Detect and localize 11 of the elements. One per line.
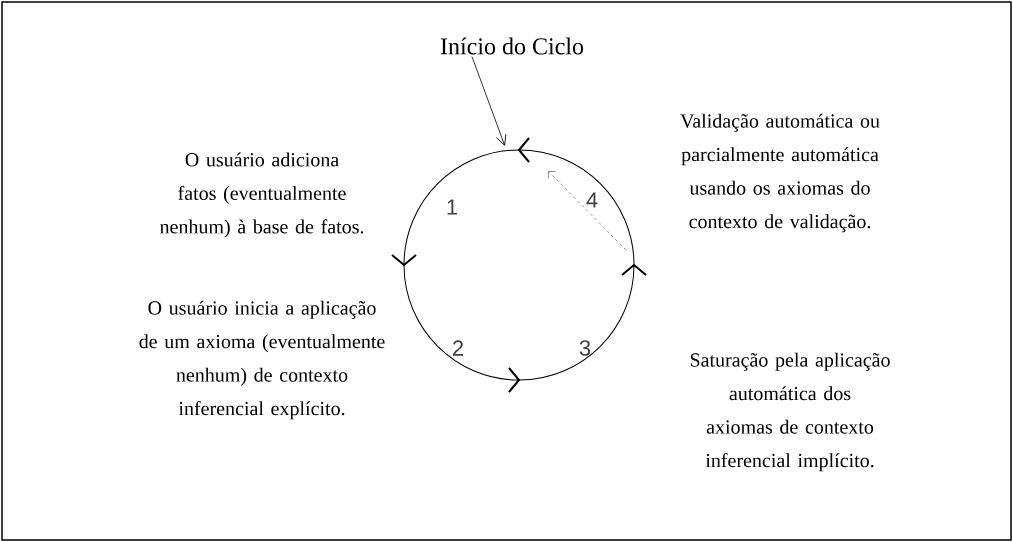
step-number: 3 [579, 340, 591, 356]
cycle-circle [403, 149, 635, 381]
description-text: O usuário inicia a aplicação de um axioma (eventualmente nenhum) de contexto inferencial explícito. [139, 300, 385, 420]
description-text: Saturação pela aplicação automática dos axiomas de contexto inferencial implícito. [690, 352, 890, 472]
step-number: 1 [447, 199, 458, 215]
description-text: O usuário adiciona fatos (eventualmente nenhum) à base de fatos. [160, 152, 364, 238]
description-text: Validação automática ou parcialmente automática usando os axiomas do contexto de validação. [680, 113, 880, 233]
start-label: Início do Ciclo [440, 37, 584, 55]
arrow [471, 56, 507, 146]
step-number: 2 [453, 340, 463, 356]
step-number: 4 [586, 192, 598, 208]
